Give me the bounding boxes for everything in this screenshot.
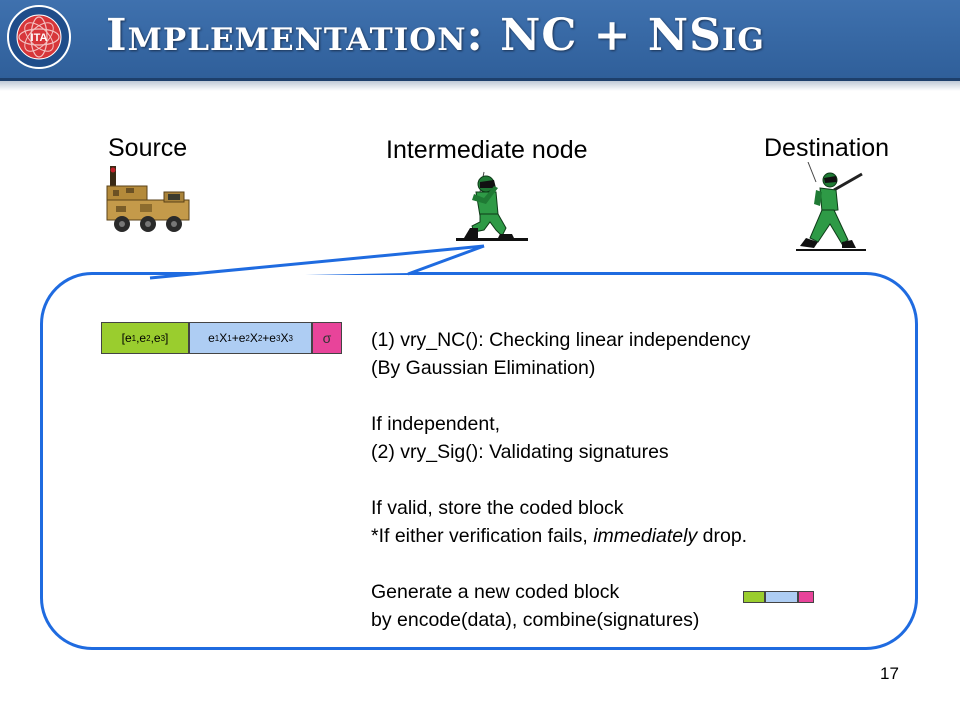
new-packet-coefficients (743, 591, 765, 603)
step-line: If valid, store the coded block (371, 497, 624, 519)
step-spacer (371, 466, 931, 494)
step-line: by encode(data), combine(signatures) (371, 609, 700, 631)
step-line: (1) vry_NC(): Checking linear independen… (371, 329, 751, 351)
intermediate-node-label: Intermediate node (386, 136, 588, 164)
step-line: (By Gaussian Elimination) (371, 357, 596, 379)
step-line: (2) vry_Sig(): Validating signatures (371, 441, 669, 463)
new-packet-signature (798, 591, 814, 603)
step-spacer (371, 382, 931, 410)
logo-center-text: ITA (31, 32, 48, 44)
verification-steps: (1) vry_NC(): Checking linear independen… (371, 326, 931, 634)
title-bar-shadow (0, 81, 960, 91)
packet-signature: σ (312, 322, 342, 354)
advancing-soldier-icon (796, 162, 866, 251)
step-line: *If either verification fails, immediate… (371, 525, 748, 547)
source-label: Source (108, 134, 188, 162)
step-line: Generate a new coded block (371, 581, 620, 603)
slide-title: Implementation: NC + NSig (106, 10, 765, 61)
step-spacer (371, 550, 931, 578)
kneeling-soldier-icon (456, 171, 528, 241)
title-bar (0, 0, 960, 81)
ita-logo: ITA (7, 5, 71, 69)
military-vehicle-icon (106, 166, 190, 232)
destination-label: Destination (764, 134, 890, 162)
step-line: If independent, (371, 413, 501, 435)
new-packet-data (765, 591, 798, 603)
page-number: 17 (880, 664, 899, 683)
